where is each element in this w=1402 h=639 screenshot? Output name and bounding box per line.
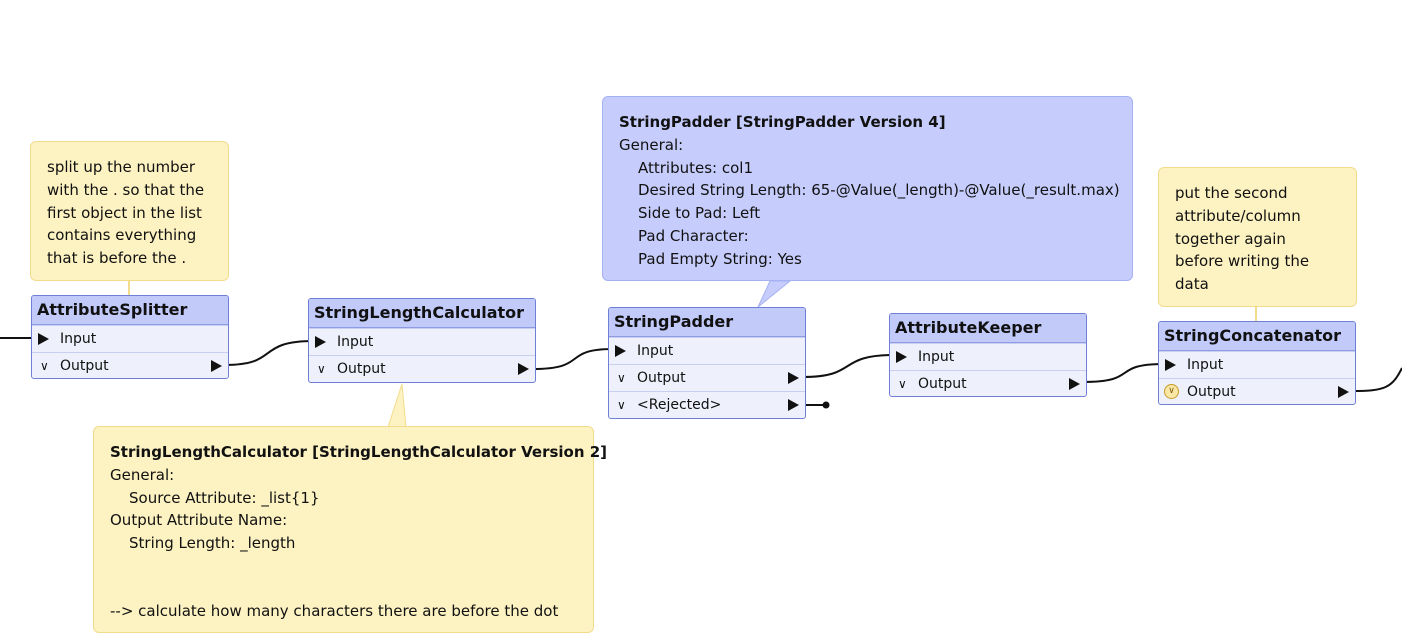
- padder-tooltip-pointer: [757, 280, 792, 308]
- port-label: Input: [60, 331, 97, 347]
- chevron-down-icon[interactable]: ∨: [317, 362, 326, 376]
- input-port[interactable]: Input: [32, 325, 228, 352]
- note-line: attribute/column: [1175, 206, 1301, 225]
- node-title[interactable]: AttributeSplitter: [32, 296, 228, 325]
- wire-keeper-to-concatenator[interactable]: [1082, 363, 1165, 383]
- input-arrow-icon: [615, 345, 626, 357]
- note-line: with the . so that the: [47, 180, 205, 199]
- tooltip-param: Desired String Length: 65-@Value(_length…: [638, 181, 1120, 200]
- tooltip-section: General:: [619, 135, 684, 154]
- tooltip-section: General:: [110, 465, 175, 484]
- note-line: before writing the: [1175, 252, 1310, 271]
- attributekeeper-node[interactable]: AttributeKeeper Input ∨ Output: [889, 313, 1087, 397]
- tooltip-param: Attributes: col1: [638, 158, 754, 177]
- note-line: that is before the .: [47, 249, 187, 268]
- wire-concatenator-outgoing[interactable]: [1351, 367, 1402, 392]
- port-label: Input: [1187, 357, 1224, 373]
- port-label: <Rejected>: [637, 397, 722, 413]
- node-title[interactable]: StringPadder: [609, 308, 805, 337]
- output-arrow-icon: [788, 372, 799, 384]
- note-line: first object in the list: [47, 203, 202, 222]
- note-line: split up the number: [47, 158, 196, 176]
- tooltip-title: StringLengthCalculator [StringLengthCalc…: [110, 443, 608, 461]
- input-port[interactable]: Input: [890, 343, 1086, 370]
- lengthcalc-tooltip-pointer: [387, 383, 407, 428]
- wire-padder-to-keeper[interactable]: [801, 354, 896, 378]
- attributesplitter-node[interactable]: AttributeSplitter Input ∨ Output: [31, 295, 229, 379]
- tooltip-param: String Length: _length: [129, 534, 296, 553]
- output-arrow-icon: [518, 363, 529, 375]
- stringpadder-tooltip: StringPadder [StringPadder Version 4] Ge…: [602, 96, 1133, 281]
- tooltip-comment: --> calculate how many characters there …: [110, 601, 559, 620]
- tooltip-param: Pad Character:: [638, 226, 749, 245]
- splitter-annotation[interactable]: split up the number with the . so that t…: [30, 141, 229, 281]
- rejected-port[interactable]: ∨ <Rejected>: [609, 391, 805, 418]
- output-port[interactable]: ∨ Output: [1159, 378, 1355, 404]
- tooltip-title: StringPadder [StringPadder Version 4]: [619, 113, 946, 131]
- port-label: Input: [637, 343, 674, 359]
- tooltip-section: Output Attribute Name:: [110, 511, 288, 530]
- tooltip-param: Source Attribute: _list{1}: [129, 488, 320, 507]
- stringlengthcalculator-node[interactable]: StringLengthCalculator Input ∨ Output: [308, 298, 536, 383]
- output-arrow-icon: [788, 399, 799, 411]
- tooltip-param: Side to Pad: Left: [638, 204, 761, 223]
- input-port[interactable]: Input: [1159, 351, 1355, 378]
- port-label: Output: [337, 361, 386, 377]
- input-arrow-icon: [1165, 359, 1176, 371]
- output-port[interactable]: ∨ Output: [309, 355, 535, 382]
- concatenator-annotation[interactable]: put the second attribute/column together…: [1158, 167, 1357, 307]
- node-title[interactable]: StringConcatenator: [1159, 322, 1355, 351]
- chevron-down-icon[interactable]: ∨: [898, 377, 907, 391]
- chevron-down-icon[interactable]: ∨: [40, 359, 49, 373]
- input-arrow-icon: [315, 336, 326, 348]
- output-arrow-icon: [1069, 378, 1080, 390]
- chevron-down-icon[interactable]: ∨: [617, 371, 626, 385]
- note-line: together again: [1175, 229, 1286, 248]
- stringpadder-node[interactable]: StringPadder Input ∨ Output ∨ <Rejected>: [608, 307, 806, 419]
- note-line: put the second: [1175, 184, 1288, 202]
- input-arrow-icon: [38, 333, 49, 345]
- output-port[interactable]: ∨ Output: [609, 364, 805, 391]
- output-port[interactable]: ∨ Output: [890, 370, 1086, 396]
- chevron-down-circle-icon[interactable]: ∨: [1164, 384, 1179, 399]
- port-label: Input: [918, 349, 955, 365]
- port-label: Output: [637, 370, 686, 386]
- input-arrow-icon: [896, 351, 907, 363]
- input-port[interactable]: Input: [309, 328, 535, 355]
- output-arrow-icon: [1338, 386, 1349, 398]
- node-title[interactable]: StringLengthCalculator: [309, 299, 535, 328]
- output-arrow-icon: [211, 360, 222, 372]
- note-line: contains everything: [47, 226, 197, 245]
- stringconcatenator-node[interactable]: StringConcatenator Input ∨ Output: [1158, 321, 1356, 405]
- output-port[interactable]: ∨ Output: [32, 352, 228, 378]
- wire-splitter-to-lengthcalc[interactable]: [224, 340, 315, 366]
- node-title[interactable]: AttributeKeeper: [890, 314, 1086, 343]
- port-label: Output: [1187, 384, 1236, 400]
- rejected-endpoint-dot: [822, 401, 830, 409]
- port-label: Output: [918, 376, 967, 392]
- port-label: Input: [337, 334, 374, 350]
- tooltip-param: Pad Empty String: Yes: [638, 249, 802, 268]
- port-label: Output: [60, 358, 109, 374]
- chevron-down-icon[interactable]: ∨: [617, 398, 626, 412]
- wire-lengthcalc-to-padder[interactable]: [531, 348, 615, 370]
- input-port[interactable]: Input: [609, 337, 805, 364]
- stringlengthcalculator-tooltip: StringLengthCalculator [StringLengthCalc…: [93, 426, 608, 633]
- note-line: data: [1175, 275, 1209, 294]
